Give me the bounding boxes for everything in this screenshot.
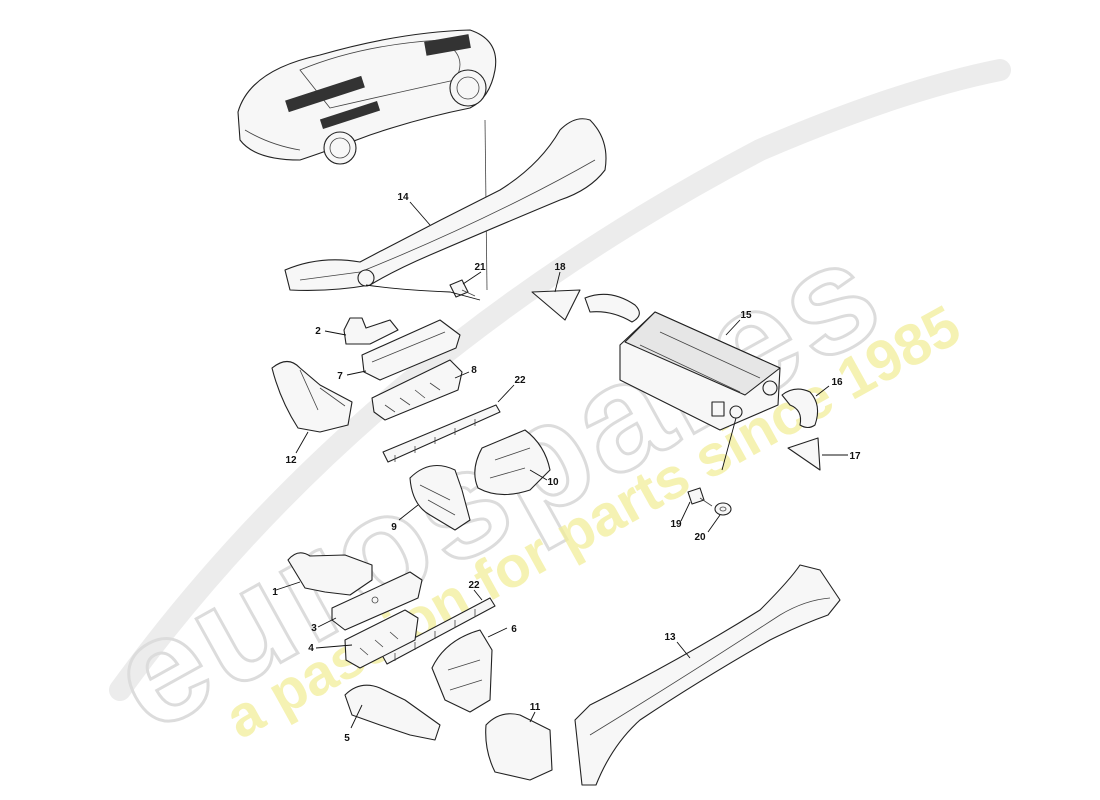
part-19-bolt [687, 487, 713, 507]
watermark-swoosh [109, 59, 1011, 701]
callout-6: 6 [511, 624, 517, 635]
part-16-elbow-duct [781, 388, 819, 429]
part-11-duct [485, 713, 553, 781]
part-10-bracket [474, 429, 551, 496]
part-22-seal-upper [382, 404, 501, 463]
callout-7: 7 [337, 371, 343, 382]
part-17-duct-outlet [787, 437, 821, 471]
part-13-lower-sill [574, 564, 841, 786]
part-1-bracket [287, 552, 373, 596]
callout-19: 19 [670, 519, 682, 530]
callout-21: 21 [474, 262, 486, 273]
part-21-bolt [365, 279, 481, 301]
car-overview-illustration [237, 29, 497, 291]
part-9-bracket [409, 464, 471, 531]
callout-15: 15 [740, 310, 752, 321]
callout-labels: 1 2 3 4 5 6 7 8 9 10 11 12 13 14 15 16 1… [272, 192, 861, 744]
callout-22-upper: 22 [514, 375, 526, 386]
leader-lines [275, 201, 848, 729]
callout-12: 12 [285, 455, 297, 466]
part-12-duct [271, 360, 353, 433]
part-6-bracket [431, 629, 493, 713]
callout-4: 4 [308, 643, 314, 654]
callout-10: 10 [547, 477, 559, 488]
part-2-bracket [343, 317, 399, 345]
callout-13: 13 [664, 632, 676, 643]
callout-20: 20 [694, 532, 706, 543]
callout-3: 3 [311, 623, 317, 634]
callout-16: 16 [831, 377, 843, 388]
part-14-upper-sill [284, 118, 607, 291]
callout-5: 5 [344, 733, 350, 744]
callout-17: 17 [849, 451, 861, 462]
callout-18: 18 [554, 262, 566, 273]
part-4-grille [344, 609, 419, 669]
part-15-battery-box [619, 311, 781, 471]
part-7-panel [361, 319, 461, 381]
part-5-bracket [344, 684, 441, 741]
callout-22-lower: 22 [468, 580, 480, 591]
callout-1: 1 [272, 587, 278, 598]
part-8-grille [371, 359, 463, 421]
callout-11: 11 [530, 702, 541, 713]
part-22-seal-lower [381, 597, 496, 665]
callout-8: 8 [471, 365, 477, 376]
callout-9: 9 [391, 522, 397, 533]
callout-14: 14 [397, 192, 409, 203]
part-18-duct-inlet [531, 289, 640, 323]
callout-2: 2 [315, 326, 321, 337]
part-20-washer [714, 502, 732, 516]
